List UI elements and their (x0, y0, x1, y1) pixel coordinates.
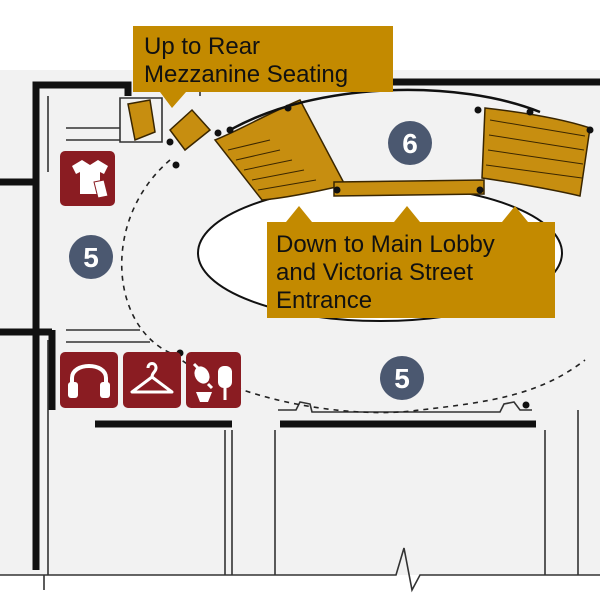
callout-pointer-3 (502, 206, 528, 222)
thin-walls (0, 84, 600, 593)
callout-down-line2: and Victoria Street (276, 259, 473, 286)
headphones-assisted-listening-icon (60, 352, 118, 408)
rail-posts (166, 104, 594, 409)
candy-icecream-concessions-icon (186, 352, 241, 408)
callout-up-line1: Up to Rear (144, 33, 260, 60)
seating-rows (227, 119, 586, 191)
tshirt-merchandise-icon (60, 151, 115, 206)
zone-number: 5 (394, 363, 410, 394)
callout-up-line2: Mezzanine Seating (144, 61, 348, 88)
callout-pointer (160, 92, 186, 108)
callout-down-line3: Entrance (276, 287, 372, 314)
zone-badge-bottom: 5 (380, 356, 424, 400)
callout-box (267, 222, 555, 318)
callout-up-to-rear: Up to Rear Mezzanine Seating (133, 26, 393, 108)
zone-number: 6 (402, 128, 418, 159)
callout-pointer-1 (286, 206, 312, 222)
callout-pointer-2 (394, 206, 420, 222)
coat-hanger-coat-check-icon (123, 352, 181, 408)
callout-box (133, 26, 393, 92)
callout-down-line1: Down to Main Lobby (276, 231, 495, 258)
dashed-boundary (120, 159, 586, 414)
callout-down-to-main-lobby: Down to Main Lobby and Victoria Street E… (267, 206, 555, 318)
zone-number: 5 (83, 242, 99, 273)
zone-badge-left: 5 (69, 235, 113, 279)
walls (0, 78, 600, 570)
zone-badge-top: 6 (388, 121, 432, 165)
